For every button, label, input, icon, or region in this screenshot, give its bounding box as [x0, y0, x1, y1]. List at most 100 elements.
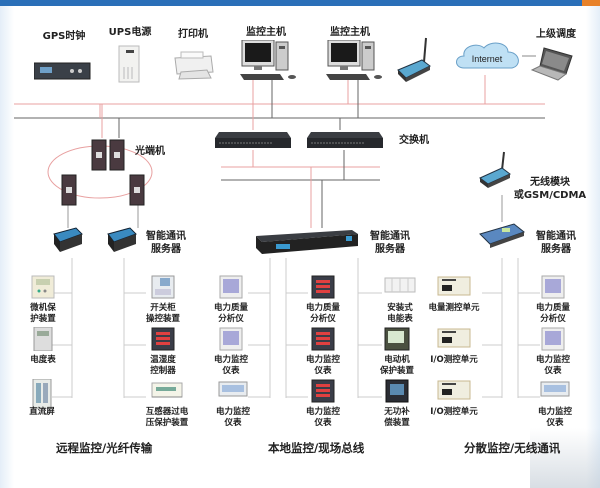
banner-accent — [582, 0, 600, 6]
optical-terminal-icon — [91, 139, 125, 171]
device-label-line-2: 仪表 — [314, 418, 332, 428]
cloud-label: Internet — [472, 54, 503, 64]
device-label-line-2: 偿装置 — [384, 418, 410, 428]
device-label-line-2: 分析仪 — [310, 314, 336, 324]
device-label-line-1: 互感器过电 — [145, 407, 189, 417]
top-banner — [0, 0, 600, 6]
label-line-2: 服务器 — [375, 244, 405, 255]
label-line-1: 智能通讯 — [536, 231, 576, 242]
device-label-line-1: 温湿度 — [150, 355, 176, 365]
device-label: 电力质量分析仪 — [521, 303, 585, 325]
device-label: 电力监控仪表 — [291, 355, 355, 377]
label-line-1: 智能通讯 — [146, 231, 186, 242]
red-meter-icon — [311, 327, 335, 351]
device-label-line-2: 分析仪 — [540, 314, 566, 324]
background-left — [0, 6, 14, 488]
device-label-line-1: 电度表 — [30, 355, 56, 365]
label-comm-server-left: 智能通讯服务器 — [140, 230, 192, 256]
device-label-line-1: 电力监控 — [535, 355, 570, 365]
label-line-2: 或GSM/CDMA — [513, 190, 587, 201]
device-label: 电力质量分析仪 — [199, 303, 263, 325]
device-label: 电度表 — [11, 355, 75, 366]
cloud-icon: Internet — [456, 42, 519, 69]
io-unit-icon — [437, 328, 471, 348]
label-wireless-module: 无线模块或GSM/CDMA — [508, 176, 592, 202]
lcd-meter-icon — [541, 327, 565, 351]
device-label-line-1: I/O测控单元 — [430, 407, 478, 417]
device-label: 无功补偿装置 — [365, 407, 429, 429]
label-gps-clock: GPS时钟 — [42, 31, 86, 42]
comm-server-icon — [53, 227, 83, 252]
device-label-line-1: 电力质量 — [213, 303, 248, 313]
optical-terminal-icon — [129, 174, 145, 206]
device-label-line-1: 电力监控 — [537, 407, 572, 417]
io-unit-icon — [437, 276, 471, 296]
device-label-line-2: 护装置 — [30, 314, 56, 324]
device-label-line-1: 电力质量 — [305, 303, 340, 313]
label-line-2: 服务器 — [151, 244, 181, 255]
device-label: 电力监控仪表 — [521, 355, 585, 377]
lcd-meter-icon — [541, 275, 565, 299]
device-label: 互感器过电压保护装置 — [135, 407, 199, 429]
din-meter-icon — [33, 327, 53, 351]
device-label: 电力监控仪表 — [291, 407, 355, 429]
section-remote-monitoring: 远程监控/光纤传输 — [56, 441, 153, 455]
device-label-line-2: 仪表 — [222, 366, 240, 376]
lcd-box-icon — [384, 327, 410, 351]
device-label: 电力监控仪表 — [199, 355, 263, 377]
label-ups: UPS电源 — [108, 27, 152, 38]
device-label: 电力监控仪表 — [523, 407, 587, 429]
label-upper-dispatch: 上级调度 — [536, 29, 576, 40]
section-local-monitoring: 本地监控/现场总线 — [268, 441, 365, 455]
label-switch: 交换机 — [399, 135, 429, 146]
device-label-line-2: 仪表 — [544, 366, 562, 376]
device-label-line-2: 控制器 — [150, 366, 176, 376]
comm-server-rack-icon — [256, 230, 358, 254]
dark-meter-icon — [385, 379, 409, 403]
device-label: 电力质量分析仪 — [291, 303, 355, 325]
red-meter-icon — [151, 327, 175, 351]
panel-meter-icon — [31, 275, 55, 299]
lcd-meter-icon — [219, 327, 243, 351]
wireless-module-icon — [479, 151, 511, 188]
cabinet-icon — [32, 379, 52, 409]
device-label-line-2: 操控装置 — [145, 314, 180, 324]
red-meter-icon — [311, 379, 335, 403]
device-label: 微机保护装置 — [11, 303, 75, 325]
comm-server-icon — [107, 227, 137, 252]
red-meter-icon — [311, 275, 335, 299]
device-label: I/O测控单元 — [422, 355, 486, 366]
optical-terminal-icon — [61, 174, 77, 206]
device-label-line-2: 仪表 — [546, 418, 564, 428]
device-label-line-2: 分析仪 — [218, 314, 244, 324]
device-label-line-1: 安装式 — [387, 303, 413, 313]
label-line-2: 服务器 — [541, 244, 571, 255]
section-distributed-monitoring: 分散监控/无线通讯 — [464, 441, 561, 455]
lcd-meter-icon — [219, 275, 243, 299]
label-comm-server-center: 智能通讯服务器 — [364, 230, 416, 256]
device-label-line-1: 电动机 — [384, 355, 410, 365]
device-label: 温湿度控制器 — [131, 355, 195, 377]
laptop-icon — [530, 47, 573, 81]
label-line-1: 无线模块 — [530, 177, 570, 188]
device-label-line-2: 电能表 — [387, 314, 413, 324]
device-label-line-1: 电力监控 — [305, 407, 340, 417]
computer-icon — [240, 40, 296, 80]
device-label-line-1: 直流屏 — [29, 407, 55, 417]
device-label-line-1: 电力监控 — [213, 355, 248, 365]
router-icon — [397, 37, 431, 82]
device-label-line-1: 电力监控 — [215, 407, 250, 417]
device-label-line-1: 开关柜 — [150, 303, 176, 313]
background-right — [586, 6, 600, 488]
device-label: 开关柜操控装置 — [131, 303, 195, 325]
label-comm-server-right: 智能通讯服务器 — [530, 230, 582, 256]
device-label-line-2: 仪表 — [224, 418, 242, 428]
device-label-line-1: 电力监控 — [305, 355, 340, 365]
wide-meter-icon — [540, 381, 570, 397]
switchgear-icon — [151, 275, 175, 299]
device-label-line-2: 压保护装置 — [145, 418, 189, 428]
io-unit-icon — [437, 380, 471, 400]
ups-icon — [118, 45, 140, 83]
label-printer: 打印机 — [178, 29, 208, 40]
